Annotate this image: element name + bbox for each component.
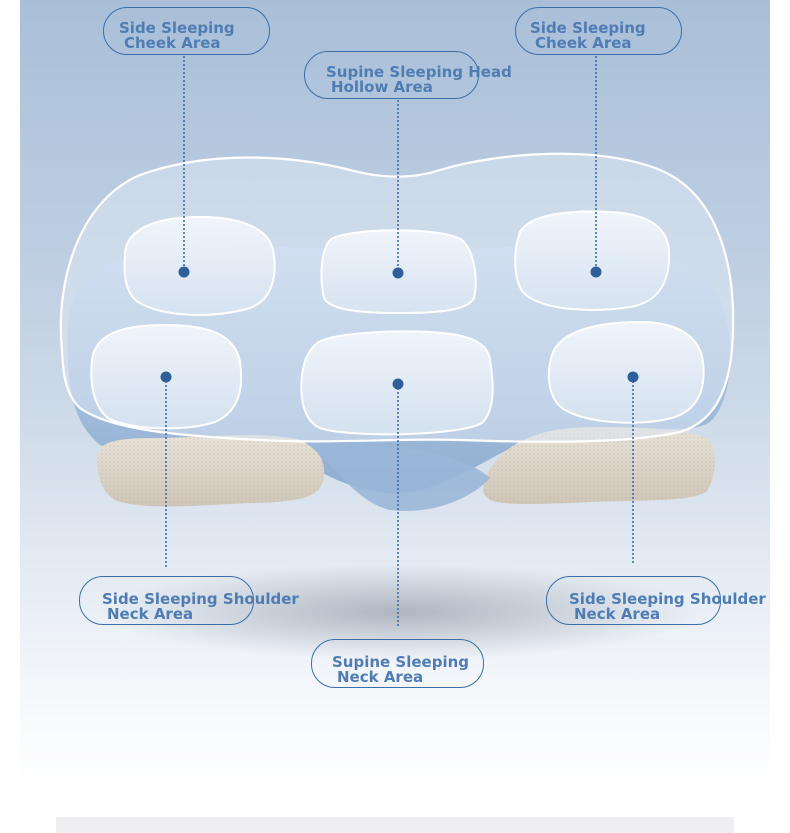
dot-cheek-left [178, 266, 190, 278]
pad-cheek-left [123, 215, 276, 316]
label-neck-line1: Supine Sleeping [332, 653, 470, 671]
label-box-shoulder-right [546, 576, 721, 625]
label-box-cheek-left [103, 7, 270, 55]
label-cheek-right-line2: Cheek Area [535, 34, 632, 52]
label-cheek-left-line1: Side Sleeping [119, 19, 235, 37]
pad-cheek-right [514, 210, 671, 311]
label-cheek-left-line2: Cheek Area [124, 34, 221, 52]
label-shoulder-right-line2: Neck Area [574, 605, 661, 623]
pad-shoulder-right [547, 320, 705, 424]
label-box-cheek-right [515, 7, 682, 55]
bottom-divider-bar [56, 817, 734, 833]
label-cheek-right-line1: Side Sleeping [530, 19, 646, 37]
label-head-line1: Supine Sleeping Head [326, 63, 512, 81]
dot-cheek-right [590, 266, 602, 278]
label-shoulder-left-line1: Side Sleeping Shoulder [102, 590, 299, 608]
dot-shoulder-left [160, 371, 172, 383]
label-head-line2: Hollow Area [331, 78, 433, 96]
label-box-head [304, 51, 479, 99]
dot-head [392, 267, 404, 279]
label-box-neck [311, 639, 484, 688]
pointer-dots [160, 266, 639, 390]
label-shoulder-right-line1: Side Sleeping Shoulder [569, 590, 766, 608]
label-box-shoulder-left [79, 576, 254, 625]
dot-neck [392, 378, 404, 390]
pointer-lines [165, 56, 634, 628]
dot-shoulder-right [627, 371, 639, 383]
label-shoulder-left-line2: Neck Area [107, 605, 194, 623]
label-neck-line2: Neck Area [337, 668, 424, 686]
